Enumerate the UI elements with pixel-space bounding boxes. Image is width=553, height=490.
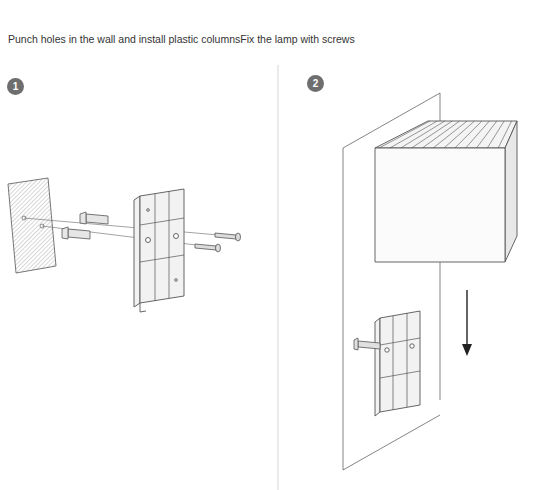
lamp-fin	[422, 121, 459, 148]
callout-number: 1	[13, 82, 19, 92]
lamp-cube	[375, 121, 517, 262]
divider-line	[278, 65, 279, 490]
down-arrow	[462, 290, 472, 356]
lamp-fin	[412, 121, 453, 148]
callout-circle: 2	[307, 75, 324, 92]
mounting-plate	[134, 189, 184, 312]
plastic-column	[354, 338, 380, 350]
wall-patch	[8, 178, 56, 273]
plastic-column	[62, 212, 108, 239]
screw	[195, 233, 241, 252]
mounting-plate	[375, 311, 420, 416]
callout-circle: 1	[7, 78, 24, 95]
lamp-fin	[466, 121, 490, 148]
callout-number: 2	[313, 79, 319, 89]
lamp-fin	[498, 121, 511, 148]
instruction-title: Punch holes in the wall and install plas…	[8, 33, 355, 45]
guide-lines	[24, 218, 230, 247]
lamp-fin	[487, 121, 504, 148]
lamp-fin	[477, 121, 497, 148]
lamp-fin	[433, 121, 467, 148]
lamp-fin	[390, 121, 438, 148]
